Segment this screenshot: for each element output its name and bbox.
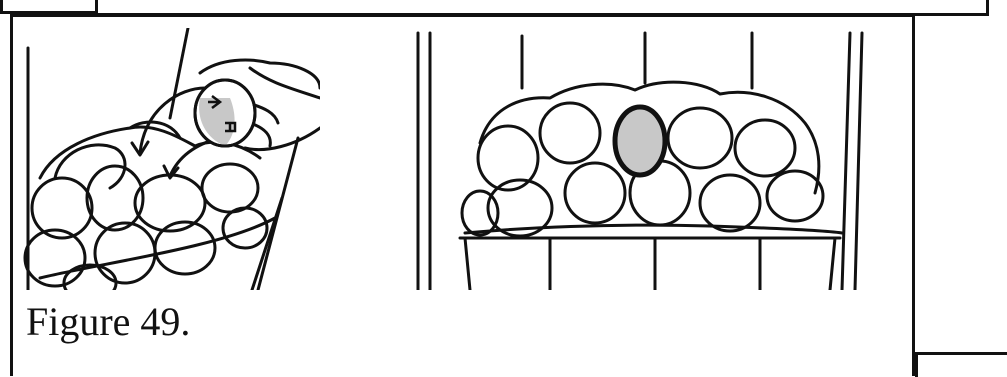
- figure-caption: Figure 49.: [26, 298, 190, 345]
- left-illustration: [20, 28, 320, 290]
- next-box-stub: [915, 352, 1007, 377]
- right-illustration: [410, 28, 870, 290]
- hand-placing-stone-illustration: [20, 28, 320, 290]
- highlighted-stone-icon: [615, 107, 665, 175]
- stone-pile-highlighted-illustration: [410, 28, 870, 290]
- corner-border: [0, 0, 95, 14]
